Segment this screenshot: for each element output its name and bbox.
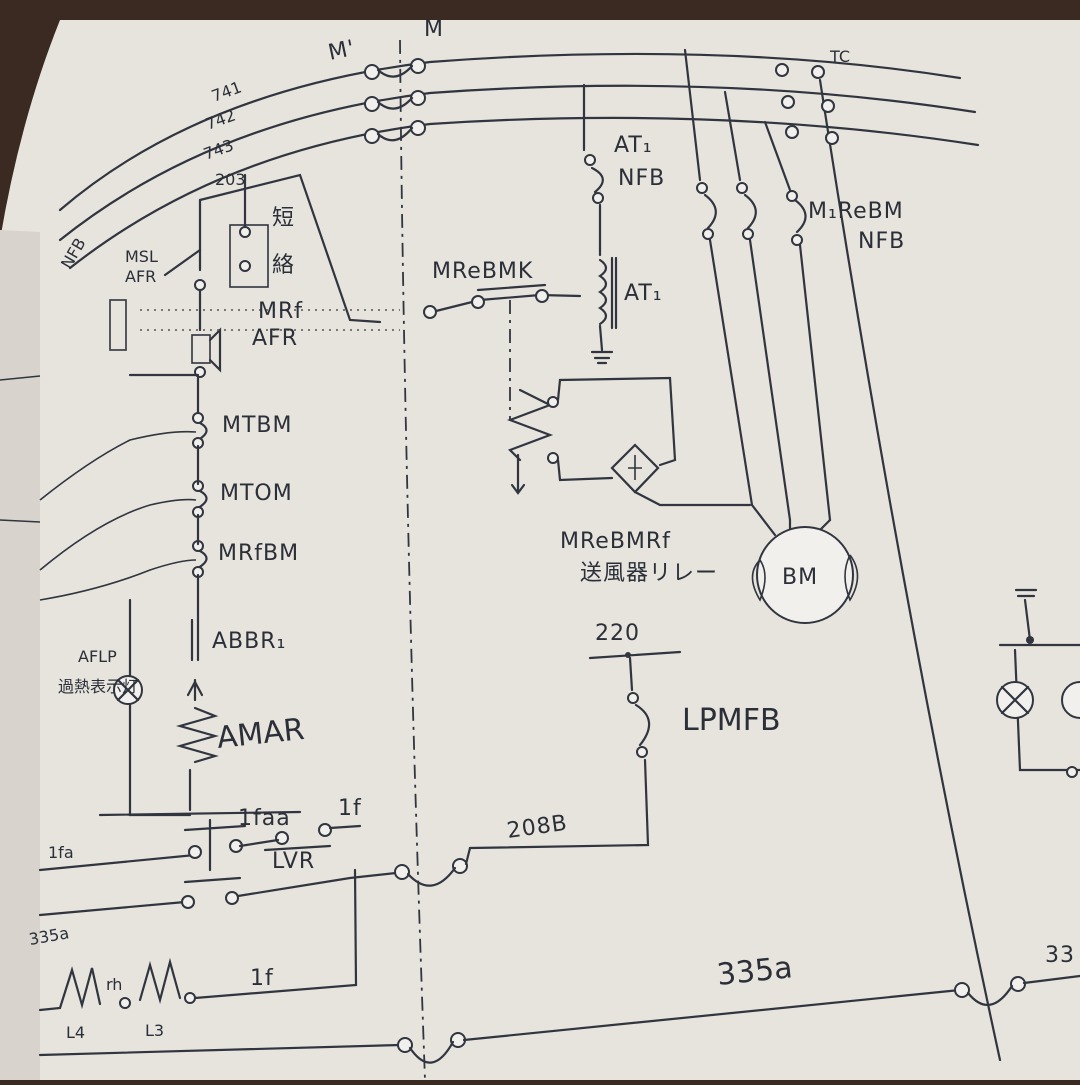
label-tanraku-2: 絡 [272, 253, 295, 278]
label-1faa: 1faa [238, 806, 291, 831]
right-lamps [996, 588, 1080, 778]
label-at1-coil: AT₁ [624, 281, 663, 306]
label-mrfbm: MRfBM [218, 541, 299, 566]
underlying-page-lines [0, 375, 41, 523]
label-rh: rh [106, 975, 122, 994]
label-lpmfb: LPMFB [682, 703, 781, 738]
label-blower-jp: 送風器リレー [580, 561, 718, 586]
bus-lines [58, 52, 980, 270]
label-mtom: MTOM [220, 481, 293, 506]
label-tanraku-1: 短 [272, 206, 295, 231]
label-mtbm: MTBM [222, 413, 293, 438]
label-afr: AFR [125, 267, 156, 286]
bm-motor-icon [756, 526, 854, 624]
label-mrf: MRf [258, 299, 303, 324]
label-at1-top: AT₁ [614, 133, 653, 158]
label-mrebmrf: MReBMRf [560, 529, 671, 554]
label-lvr: LVR [272, 849, 315, 874]
left-control-circuit [39, 173, 400, 817]
bm-feed [683, 48, 859, 624]
at1-circuit [423, 83, 752, 507]
lpmfb-circuit [468, 650, 682, 850]
label-mrebmk: MReBMK [432, 259, 533, 284]
label-l4: L4 [66, 1023, 85, 1042]
label-m1rebm: M₁ReBM [808, 199, 904, 224]
label-m-prime: M' [326, 36, 358, 66]
underlying-page [0, 230, 40, 1080]
label-nfb-at: NFB [618, 166, 665, 191]
label-220: 220 [595, 621, 640, 646]
background-table [0, 0, 1080, 20]
label-bm: BM [782, 565, 818, 590]
label-l3: L3 [145, 1021, 164, 1040]
label-aflp: AFLP [78, 647, 117, 666]
label-m: M [424, 17, 444, 42]
tc-boundary-line [818, 78, 1002, 1062]
label-335-edge: 33 [1045, 943, 1075, 968]
m-terminals [364, 58, 426, 144]
label-203: 203 [215, 170, 246, 189]
tc-terminals [775, 63, 839, 145]
bottom-circuits [38, 810, 1080, 1064]
m-boundary-line [399, 39, 426, 1081]
label-msl: MSL [125, 247, 158, 266]
label-aflp-jp: 過熱表示灯 [58, 677, 138, 696]
label-mrf-afr: AFR [252, 326, 298, 351]
label-1fa: 1fa [48, 843, 74, 862]
label-tc: TC [829, 47, 850, 66]
label-nfb-right: NFB [858, 229, 905, 254]
label-1f-bot: 1f [250, 966, 274, 991]
label-1f-top: 1f [338, 796, 362, 821]
label-abbr1: ABBR₁ [212, 629, 286, 654]
label-335a: 335a [715, 950, 794, 993]
